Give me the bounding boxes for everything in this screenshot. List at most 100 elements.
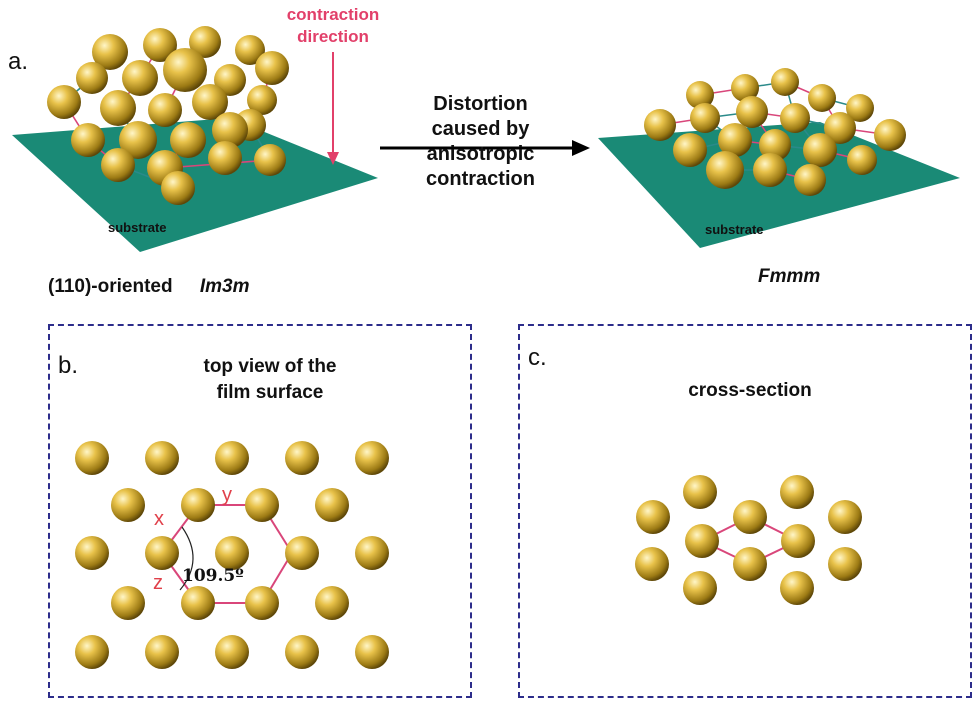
distortion-arrow-label: Distortion caused by anisotropic contrac… xyxy=(398,92,563,192)
lattice-atom xyxy=(181,488,215,522)
panel-b-title: top view of the film surface xyxy=(170,354,370,406)
caption-left-group: Im3m xyxy=(199,276,250,297)
substrate-label-left: substrate xyxy=(108,220,167,235)
lattice-atom xyxy=(285,635,319,669)
panel-b-label: b. xyxy=(58,352,79,379)
lattice-atom xyxy=(215,635,249,669)
panel-c-frame xyxy=(518,324,972,698)
axis-y-label: y xyxy=(222,484,232,506)
lattice-atom xyxy=(315,586,349,620)
atom-sphere xyxy=(846,94,874,122)
arrow-line-2: caused by xyxy=(398,117,563,142)
atom-sphere xyxy=(148,93,182,127)
atom-sphere xyxy=(686,81,714,109)
atom-sphere xyxy=(100,90,136,126)
lattice-atom xyxy=(75,441,109,475)
atom-sphere xyxy=(208,141,242,175)
atom-sphere xyxy=(122,60,158,96)
atom-sphere xyxy=(736,96,768,128)
atom-sphere xyxy=(163,48,207,92)
lattice-atom xyxy=(733,500,767,534)
atom-sphere xyxy=(161,171,195,205)
lattice-atom xyxy=(685,524,719,558)
atom-sphere xyxy=(235,35,265,65)
top-view-lattice xyxy=(75,441,389,669)
lattice-atom xyxy=(181,586,215,620)
substrate-plate-left xyxy=(12,118,378,252)
angle-label: 109.5º xyxy=(182,566,244,586)
lattice-atom xyxy=(111,488,145,522)
lattice-atom xyxy=(245,488,279,522)
axis-z-label: z xyxy=(153,572,163,594)
lattice-atom xyxy=(245,586,279,620)
im3m-cluster xyxy=(47,26,289,205)
atom-sphere xyxy=(214,64,246,96)
caption-left-prefix: (110)-oriented xyxy=(48,276,173,297)
atom-sphere xyxy=(706,151,744,189)
contraction-line-2: direction xyxy=(297,27,369,46)
atom-sphere xyxy=(847,145,877,175)
lattice-atom xyxy=(315,488,349,522)
substrate-label-right: substrate xyxy=(705,222,764,237)
contraction-direction-label: contraction direction xyxy=(278,4,388,48)
arrow-line-1: Distortion xyxy=(433,93,528,115)
lattice-atom xyxy=(75,635,109,669)
lattice-atom xyxy=(285,441,319,475)
axis-x-label: x xyxy=(154,508,164,530)
arrow-line-4: contraction xyxy=(426,168,535,190)
lattice-atom xyxy=(683,571,717,605)
cross-section-lattice xyxy=(635,475,862,605)
atom-sphere xyxy=(254,144,286,176)
panel-c-title: cross-section xyxy=(688,380,812,401)
lattice-atom xyxy=(355,635,389,669)
atom-sphere xyxy=(170,122,206,158)
atom-sphere xyxy=(731,74,759,102)
distortion-arrowhead xyxy=(572,140,590,156)
lattice-atom xyxy=(111,586,145,620)
atom-sphere xyxy=(771,68,799,96)
atom-sphere xyxy=(644,109,676,141)
lattice-atom xyxy=(145,635,179,669)
panel-b-title-line-1: top view of the xyxy=(203,356,337,377)
lattice-atom xyxy=(285,536,319,570)
atom-sphere xyxy=(824,112,856,144)
lattice-atom xyxy=(215,441,249,475)
lattice-atom xyxy=(683,475,717,509)
atom-sphere xyxy=(143,28,177,62)
fmmm-cluster xyxy=(644,68,906,196)
lattice-atom xyxy=(355,441,389,475)
atom-sphere xyxy=(255,51,289,85)
lattice-atom xyxy=(781,524,815,558)
atom-sphere xyxy=(794,164,826,196)
lattice-atom xyxy=(145,441,179,475)
lattice-atom xyxy=(828,547,862,581)
lattice-atom xyxy=(355,536,389,570)
atom-sphere xyxy=(753,153,787,187)
lattice-atom xyxy=(780,475,814,509)
atom-sphere xyxy=(780,103,810,133)
atom-sphere xyxy=(759,129,791,161)
panel-b-title-line-2: film surface xyxy=(216,382,324,403)
atom-sphere xyxy=(247,85,277,115)
atom-sphere xyxy=(192,84,228,120)
arrow-line-3: anisotropic xyxy=(426,143,535,165)
lattice-atom xyxy=(733,547,767,581)
lattice-atom xyxy=(780,571,814,605)
atom-sphere xyxy=(119,121,157,159)
caption-left: (110)-oriented Im3m xyxy=(48,276,250,298)
atom-sphere xyxy=(92,34,128,70)
atom-sphere xyxy=(189,26,221,58)
atom-sphere xyxy=(101,148,135,182)
contraction-arrowhead xyxy=(327,152,339,165)
atom-sphere xyxy=(803,133,837,167)
contraction-line-1: contraction xyxy=(286,5,380,24)
angle-arc xyxy=(179,526,194,591)
lattice-atom xyxy=(828,500,862,534)
atom-sphere xyxy=(673,133,707,167)
lattice-atom xyxy=(636,500,670,534)
atom-sphere xyxy=(690,103,720,133)
panel-c-label: c. xyxy=(528,344,547,371)
caption-right-group: Fmmm xyxy=(758,266,821,287)
atom-sphere xyxy=(47,85,81,119)
